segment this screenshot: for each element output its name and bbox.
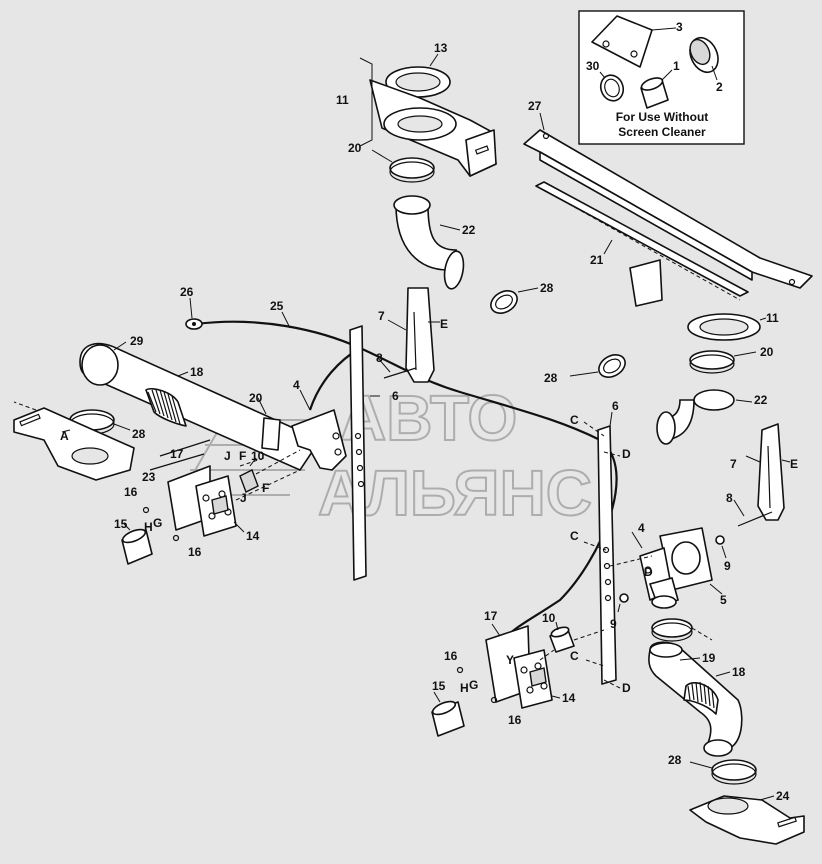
callout-9-lower: 9 (610, 617, 617, 631)
callout-6-left: 6 (392, 389, 399, 403)
lower-sensor-assembly: 17 10 14 15 16 16 H G Y (431, 609, 605, 737)
letter-J-lower: J (240, 491, 247, 505)
callout-26: 26 (180, 285, 194, 299)
callout-5: 5 (720, 593, 727, 607)
callout-4-left: 4 (293, 378, 300, 392)
letter-G-left: G (153, 516, 162, 530)
letter-J-upper: J (224, 449, 231, 463)
callout-2: 2 (716, 80, 723, 94)
callout-24: 24 (776, 789, 790, 803)
callout-15-left: 15 (114, 517, 128, 531)
callout-27: 27 (528, 99, 542, 113)
inset-note-line2: Screen Cleaner (618, 125, 706, 139)
letter-G-lower: G (469, 678, 478, 692)
intake-assembly-top: 13 11 20 22 (336, 41, 497, 290)
callout-20-center: 20 (249, 391, 263, 405)
letter-C-upper: C (570, 413, 579, 427)
callout-7-left: 7 (378, 309, 385, 323)
part-cap (689, 36, 719, 81)
callout-11-right: 11 (766, 311, 779, 325)
callout-21: 21 (590, 253, 604, 267)
letter-H-lower: H (460, 681, 469, 695)
right-handle-assembly: 7 E 8 9 5 4 D 9 (609, 423, 798, 642)
right-lower-duct-assembly: 19 18 28 24 (648, 641, 805, 845)
letter-F-upper: F (239, 449, 246, 463)
left-duct-assembly: 29 18 28 A 23 (13, 334, 322, 484)
callout-23: 23 (142, 470, 156, 484)
callout-8-left: 8 (376, 351, 383, 365)
callout-7-right: 7 (730, 457, 737, 471)
letter-H-left: H (144, 520, 153, 534)
letter-A: A (60, 429, 69, 443)
callout-20: 20 (348, 141, 362, 155)
callout-28-left: 28 (132, 427, 146, 441)
callout-28-top: 28 (540, 281, 554, 295)
inset-box: 3 30 1 2 For Use Without Screen Cleaner (578, 10, 745, 145)
center-strap-assembly: 7 E 8 6 (349, 287, 448, 581)
callout-10-lower: 10 (542, 611, 556, 625)
callout-19: 19 (702, 651, 716, 665)
callout-22: 22 (462, 223, 476, 237)
support-bracket-assembly: 27 21 11 20 22 (523, 99, 813, 445)
callout-1: 1 (673, 59, 680, 73)
inset-note-line1: For Use Without (616, 110, 709, 124)
callout-16-lower-b: 16 (508, 713, 522, 727)
callout-3: 3 (676, 20, 683, 34)
left-sensor-assembly: 17 14 15 16 16 20 4 10 J F F J H G (114, 378, 347, 565)
callout-25: 25 (270, 299, 284, 313)
callout-17-lower: 17 (484, 609, 498, 623)
callout-4-right: 4 (638, 521, 645, 535)
callout-11: 11 (336, 93, 349, 107)
letter-Y: Y (506, 653, 514, 667)
callout-13: 13 (434, 41, 448, 55)
callout-16-left-a: 16 (124, 485, 138, 499)
callout-16-lower-a: 16 (444, 649, 458, 663)
callout-9-right: 9 (724, 559, 731, 573)
callout-30: 30 (586, 59, 600, 73)
callout-14-left: 14 (246, 529, 260, 543)
callout-10-left: 10 (251, 449, 265, 463)
part-plate (591, 15, 677, 68)
callout-22-right: 22 (754, 393, 768, 407)
callout-14-lower: 14 (562, 691, 576, 705)
cable-assembly: 26 25 (180, 285, 618, 641)
callout-15-lower: 15 (432, 679, 446, 693)
callout-8-right: 8 (726, 491, 733, 505)
callout-20-right: 20 (760, 345, 774, 359)
letter-D-lower: D (622, 681, 631, 695)
callout-6-right: 6 (612, 399, 619, 413)
part-sleeve (640, 69, 673, 109)
center-right-strap: 28 6 C D C C D (544, 354, 631, 695)
letter-D-upper: D (622, 447, 631, 461)
callout-17-left: 17 (170, 447, 184, 461)
callout-16-left-b: 16 (188, 545, 202, 559)
callout-29: 29 (130, 334, 144, 348)
part-clamp-small (599, 71, 625, 102)
letter-C-middle: C (570, 529, 579, 543)
callout-18-right: 18 (732, 665, 746, 679)
letter-F-lower: F (262, 481, 269, 495)
callout-28-lower: 28 (668, 753, 682, 767)
callout-18-left: 18 (190, 365, 204, 379)
letter-E-right: E (790, 457, 798, 471)
callout-28-center: 28 (544, 371, 558, 385)
clamp-28-top: 28 (490, 281, 554, 314)
letter-D-plate: D (644, 565, 653, 579)
watermark-line1: АВТО (340, 382, 517, 454)
letter-C-lower: C (570, 649, 579, 663)
letter-E-left: E (440, 317, 448, 331)
